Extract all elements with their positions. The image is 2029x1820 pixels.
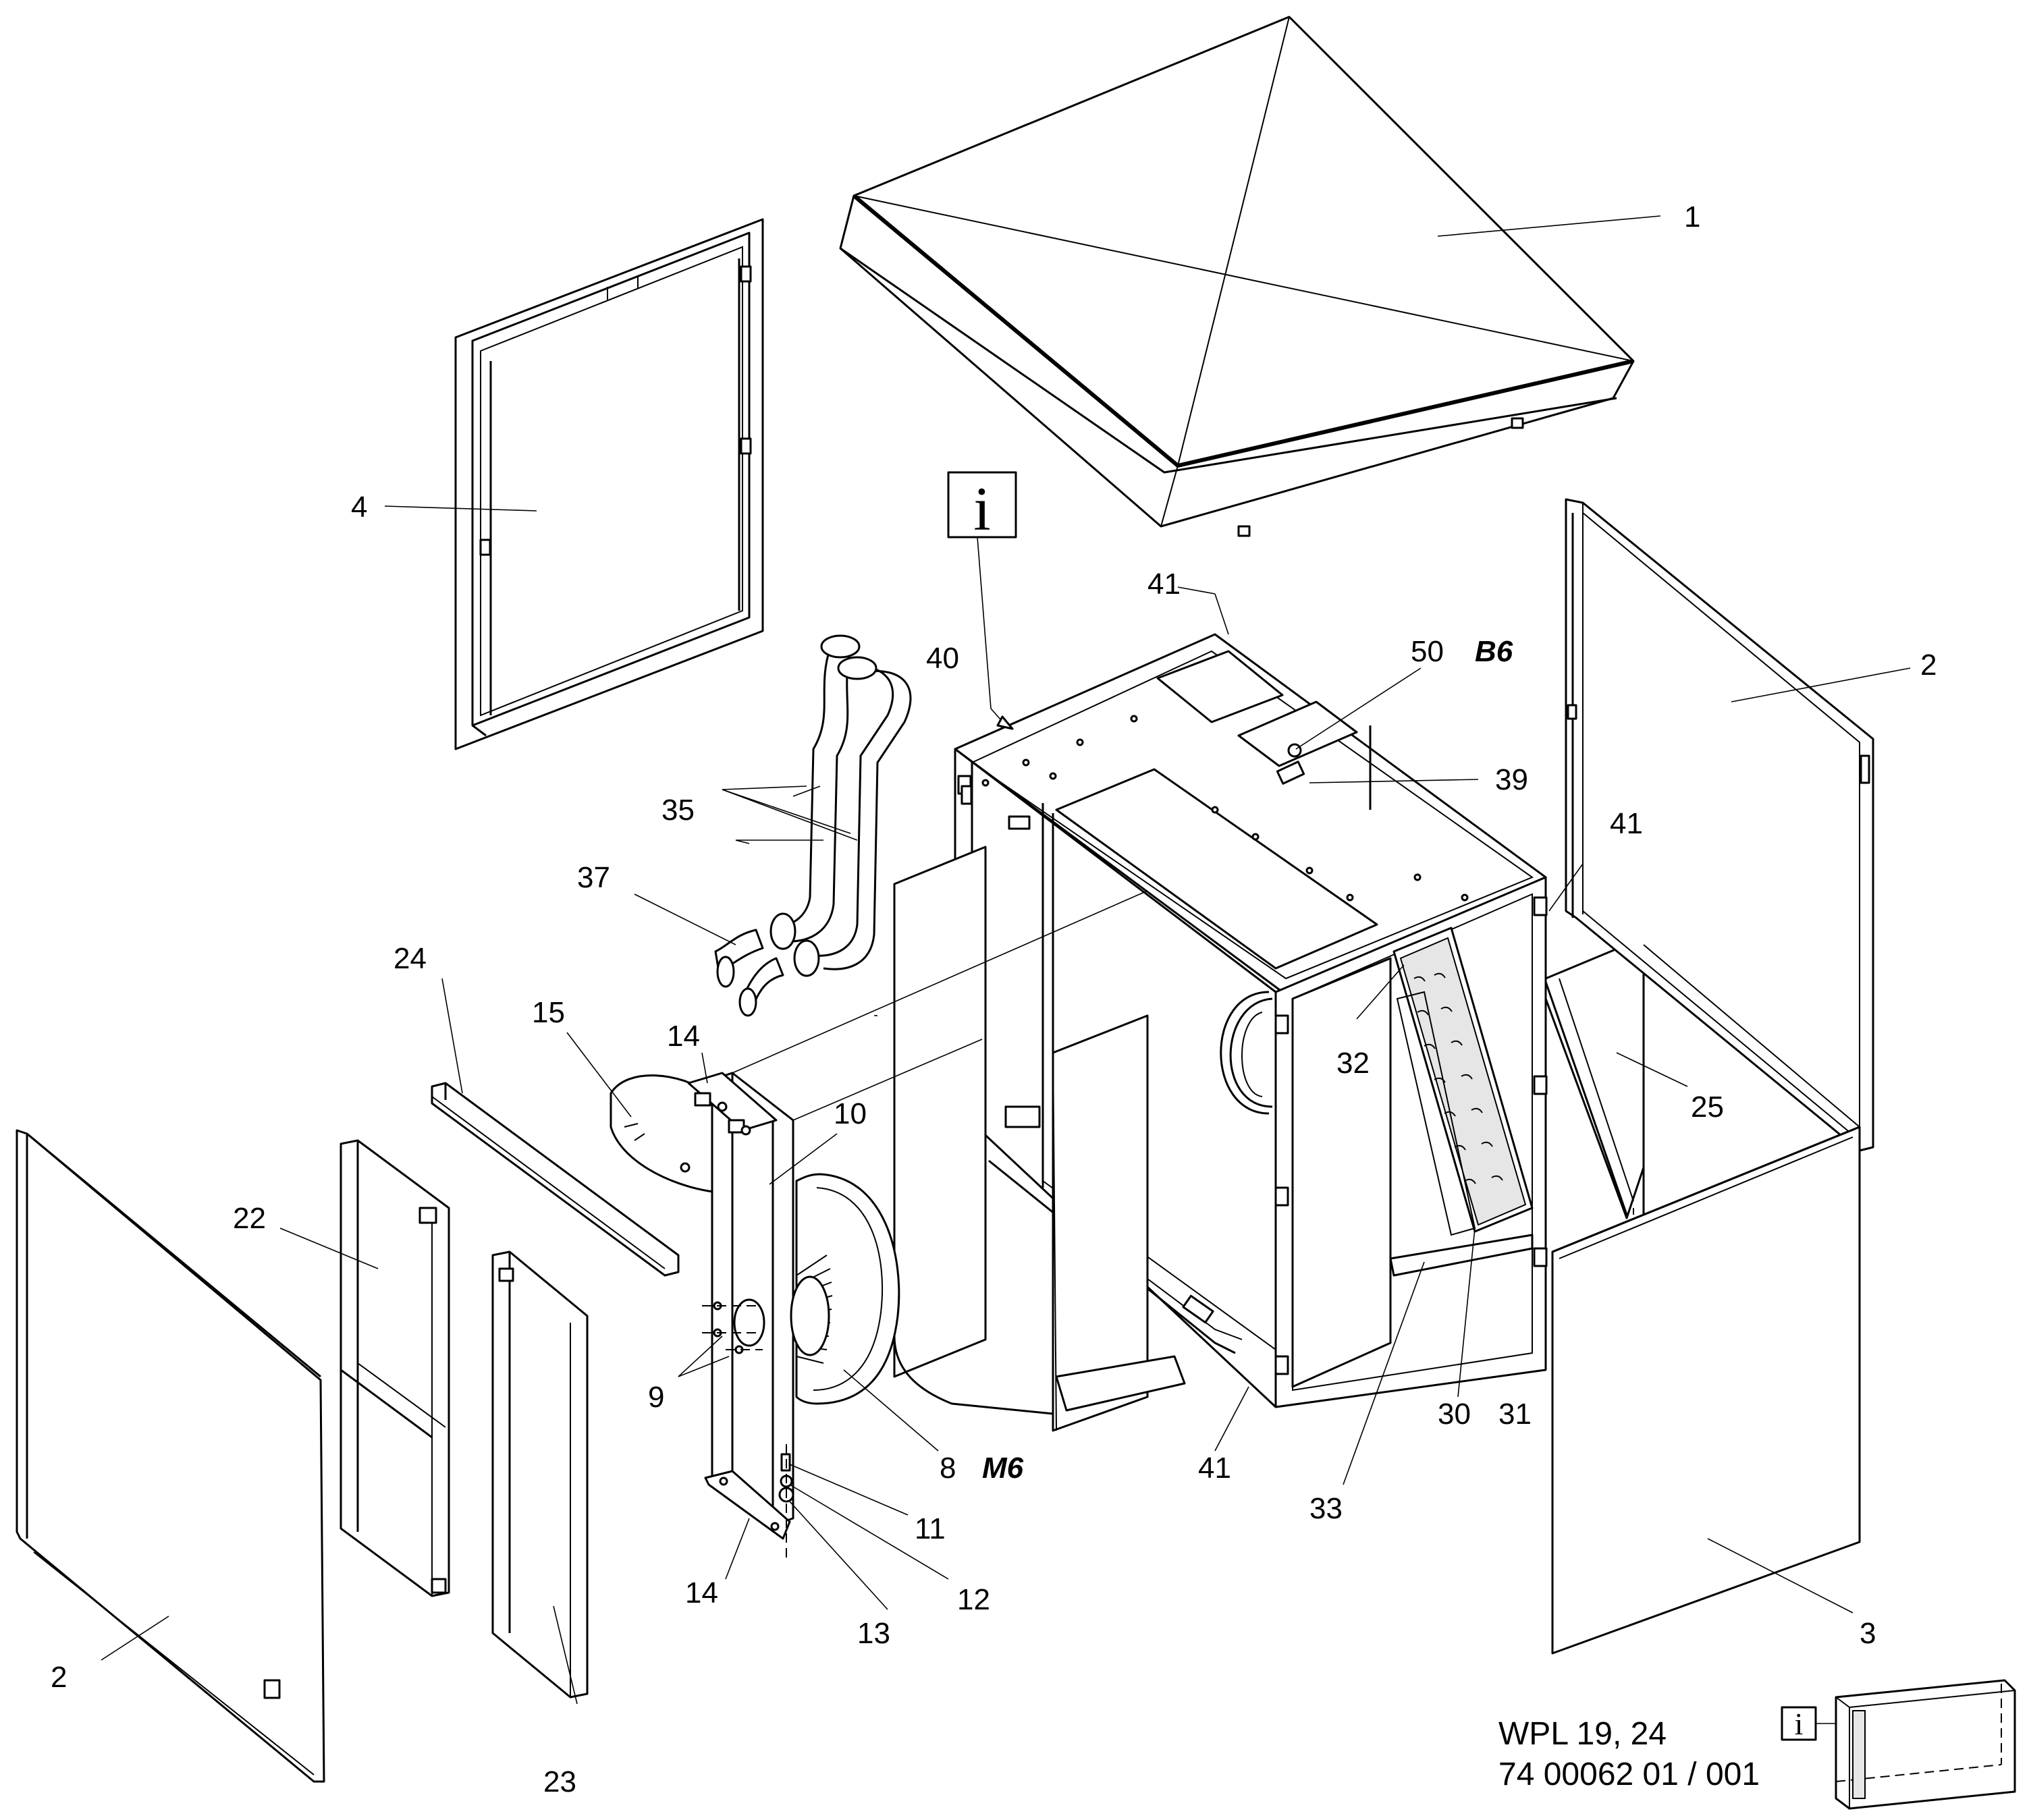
part-10-fan-bracket <box>687 1072 794 1559</box>
label-2-left: 2 <box>51 1661 67 1694</box>
label-30: 30 <box>1438 1398 1471 1431</box>
part-25-insulation <box>1544 943 1645 1219</box>
label-9: 9 <box>648 1381 664 1414</box>
part-3-front-panel <box>1551 944 1861 1655</box>
label-37: 37 <box>577 861 610 894</box>
label-33: 33 <box>1309 1492 1343 1525</box>
label-23: 23 <box>543 1765 576 1798</box>
label-14-bottom: 14 <box>685 1576 718 1609</box>
label-22: 22 <box>233 1202 266 1235</box>
part-8-fan-wheel <box>790 1173 900 1405</box>
model-line: WPL 19, 24 <box>1498 1716 1667 1752</box>
label-15: 15 <box>532 996 565 1029</box>
part-2-right-frame <box>1565 498 1874 1152</box>
label-8: 8 <box>940 1452 956 1485</box>
part-1-top-cover <box>839 16 1635 537</box>
label-14-top: 14 <box>667 1020 700 1053</box>
label-41-right: 41 <box>1610 807 1643 840</box>
label-1: 1 <box>1684 200 1700 233</box>
label-25: 25 <box>1691 1091 1724 1124</box>
part-24-bar <box>431 1082 680 1277</box>
label-12: 12 <box>957 1583 990 1616</box>
label-4: 4 <box>351 491 367 524</box>
info-symbol-box: i <box>947 471 1017 730</box>
part-4-side-frame <box>454 218 764 750</box>
label-10: 10 <box>834 1097 867 1130</box>
part-labels: 1 2 4 41 40 50 B6 39 41 35 37 24 15 14 1… <box>51 200 1937 1798</box>
label-35: 35 <box>661 794 695 827</box>
part-33-rail <box>1389 1234 1534 1277</box>
label-13: 13 <box>857 1617 890 1650</box>
label-24: 24 <box>394 942 427 975</box>
info-symbol-letter: i <box>973 474 991 543</box>
label-39: 39 <box>1495 763 1528 796</box>
assembly-lines <box>732 890 1148 1121</box>
label-50: 50 <box>1411 635 1444 668</box>
label-11: 11 <box>915 1512 946 1545</box>
label-2-right: 2 <box>1920 649 1937 682</box>
drawing-caption: WPL 19, 24 74 00062 01 / 001 <box>1498 1716 1760 1792</box>
label-40: 40 <box>926 642 959 675</box>
insulation-panels <box>893 846 1186 1432</box>
document-number: 74 00062 01 / 001 <box>1498 1757 1760 1792</box>
part-30-31-evaporator <box>1392 927 1534 1236</box>
label-b6: B6 <box>1475 635 1513 668</box>
part-23-insulation <box>491 1250 589 1699</box>
part-35-hoses <box>714 634 912 1017</box>
orientation-icon-letter: i <box>1795 1707 1804 1741</box>
label-3: 3 <box>1860 1617 1876 1650</box>
part-22-inner-panel <box>340 1139 450 1597</box>
label-41-top: 41 <box>1147 568 1181 601</box>
orientation-icon: i <box>1781 1679 2016 1810</box>
label-31: 31 <box>1498 1398 1532 1431</box>
label-m6: M6 <box>982 1452 1024 1485</box>
part-2-left-panel <box>16 1129 325 1783</box>
label-32: 32 <box>1336 1047 1370 1080</box>
leader-lines <box>101 215 1911 1705</box>
label-41-bottom: 41 <box>1198 1452 1231 1485</box>
